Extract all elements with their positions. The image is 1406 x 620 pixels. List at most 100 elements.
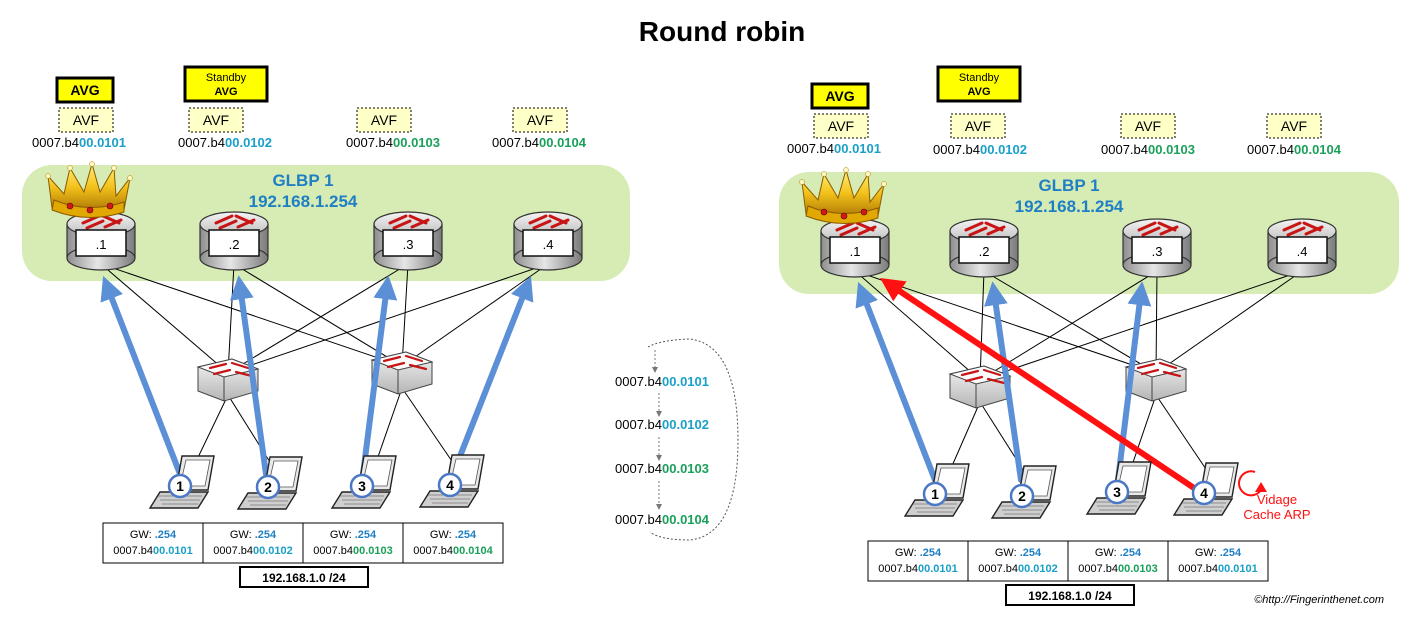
gw-cell: GW: .254 bbox=[995, 547, 1042, 559]
standby-avg-badge bbox=[936, 65, 1022, 103]
crown-pearl bbox=[799, 179, 805, 185]
host-mac-suffix: 00.0103 bbox=[1118, 563, 1158, 575]
crown-pearl bbox=[45, 173, 51, 179]
glbp-name: GLBP 1 bbox=[1038, 176, 1099, 195]
switch-arrow-icon bbox=[1140, 368, 1160, 376]
gw-label: GW: bbox=[895, 547, 920, 559]
host-number-badge bbox=[922, 481, 948, 507]
crown-jewel bbox=[66, 202, 74, 210]
host-number: 3 bbox=[1113, 484, 1121, 500]
host-mac: 0007.b400.0102 bbox=[213, 545, 293, 557]
router-2: .2 bbox=[949, 218, 1019, 278]
crown-pearl bbox=[881, 181, 887, 187]
avf-badge bbox=[356, 107, 412, 133]
avf-label: AVF bbox=[73, 112, 99, 128]
router-id: .2 bbox=[229, 237, 240, 252]
router-arrow-icon bbox=[214, 214, 234, 225]
host-mac: 0007.b400.0101 bbox=[113, 545, 193, 557]
avf-badge bbox=[1120, 113, 1176, 139]
gw-value: .254 bbox=[255, 529, 277, 541]
crown-icon bbox=[799, 167, 887, 225]
host-mac-prefix: 0007.b4 bbox=[213, 545, 253, 557]
crown-shape bbox=[801, 168, 885, 217]
gw-value: .254 bbox=[1220, 547, 1242, 559]
router-arrow-icon bbox=[839, 226, 859, 237]
switch-arrow-icon bbox=[404, 354, 424, 363]
host-1: 1 bbox=[903, 463, 970, 517]
host-3: 3 bbox=[1085, 461, 1152, 515]
traffic-arrow bbox=[1115, 281, 1152, 483]
refresh-icon bbox=[1238, 470, 1262, 497]
subnet-label: 192.168.1.0 /24 bbox=[1028, 589, 1112, 603]
gw-label: GW: bbox=[330, 529, 355, 541]
router-label-box bbox=[208, 229, 260, 257]
host-mac-suffix: 00.0101 bbox=[918, 563, 958, 575]
gw-cell: GW: .254 bbox=[430, 529, 477, 541]
switch-arrow-icon bbox=[960, 369, 980, 377]
gw-cell: GW: .254 bbox=[130, 529, 177, 541]
router-mac: 0007.b400.0103 bbox=[346, 135, 440, 150]
host-number-badge bbox=[255, 474, 281, 500]
router-mac-suffix: 00.0101 bbox=[79, 135, 126, 150]
network-link bbox=[979, 270, 1303, 381]
router-arrow-icon bbox=[1282, 221, 1302, 232]
router-mac-suffix: 00.0101 bbox=[834, 141, 881, 156]
gw-value: .254 bbox=[1120, 547, 1142, 559]
router-id: .3 bbox=[1152, 244, 1163, 259]
host-2: 2 bbox=[236, 456, 303, 510]
rotation-mac: 0007.b400.0103 bbox=[615, 461, 709, 476]
avf-label: AVF bbox=[1135, 118, 1161, 134]
router-mac: 0007.b400.0101 bbox=[32, 135, 126, 150]
crown-shape bbox=[47, 162, 131, 211]
router-label-box bbox=[1131, 236, 1183, 264]
rotation-loop bbox=[647, 338, 739, 541]
crown-pearl bbox=[127, 175, 133, 181]
host-number-badge bbox=[349, 473, 375, 499]
avg-label: AVG bbox=[825, 88, 854, 104]
avg-badge bbox=[810, 82, 870, 110]
network-link bbox=[979, 270, 985, 381]
avf-label: AVF bbox=[371, 112, 397, 128]
switch-arrow-icon bbox=[230, 361, 250, 370]
router-mac-prefix: 0007.b4 bbox=[1101, 142, 1148, 157]
router-mac: 0007.b400.0101 bbox=[787, 141, 881, 156]
router-arrow-icon bbox=[392, 219, 412, 230]
switch-arrow-icon bbox=[208, 362, 228, 370]
host-mac-suffix: 00.0104 bbox=[453, 545, 494, 557]
router-label-box bbox=[75, 229, 127, 257]
router-mac: 0007.b400.0102 bbox=[933, 142, 1027, 157]
network-link bbox=[100, 263, 403, 367]
rotation-mac-prefix: 0007.b4 bbox=[615, 417, 662, 432]
router-mac-suffix: 00.0104 bbox=[1294, 142, 1342, 157]
rotation-mac-suffix: 00.0102 bbox=[662, 417, 709, 432]
standby-avg-badge bbox=[183, 65, 269, 103]
host-number: 4 bbox=[1200, 485, 1208, 501]
host-mac-prefix: 0007.b4 bbox=[878, 563, 918, 575]
rotation-mac: 0007.b400.0102 bbox=[615, 417, 709, 432]
crown-pearl bbox=[865, 171, 871, 177]
avf-label: AVF bbox=[828, 118, 854, 134]
router-4: .4 bbox=[1267, 218, 1337, 278]
crown-pearl bbox=[821, 171, 827, 177]
gw-value: .254 bbox=[155, 529, 177, 541]
router-arrow-icon bbox=[85, 219, 105, 230]
router-id: .2 bbox=[979, 244, 990, 259]
host-mac: 0007.b400.0101 bbox=[1178, 563, 1258, 575]
standby-line2: AVG bbox=[967, 86, 990, 98]
switch-2 bbox=[370, 351, 434, 395]
traffic-arrow bbox=[450, 275, 534, 477]
gw-label: GW: bbox=[130, 529, 155, 541]
glbp-name: GLBP 1 bbox=[272, 171, 333, 190]
network-link bbox=[1155, 270, 1158, 374]
router-mac-suffix: 00.0102 bbox=[980, 142, 1027, 157]
host-4: 4 bbox=[1172, 462, 1239, 516]
subnet-label: 192.168.1.0 /24 bbox=[262, 571, 346, 585]
gw-cell: GW: .254 bbox=[330, 529, 377, 541]
host-mac: 0007.b400.0103 bbox=[1078, 563, 1158, 575]
avf-badge bbox=[188, 107, 244, 133]
glbp-ip: 192.168.1.254 bbox=[249, 192, 358, 211]
gw-label: GW: bbox=[1195, 547, 1220, 559]
router-3: .3 bbox=[373, 211, 443, 271]
gw-cell: GW: .254 bbox=[895, 547, 942, 559]
